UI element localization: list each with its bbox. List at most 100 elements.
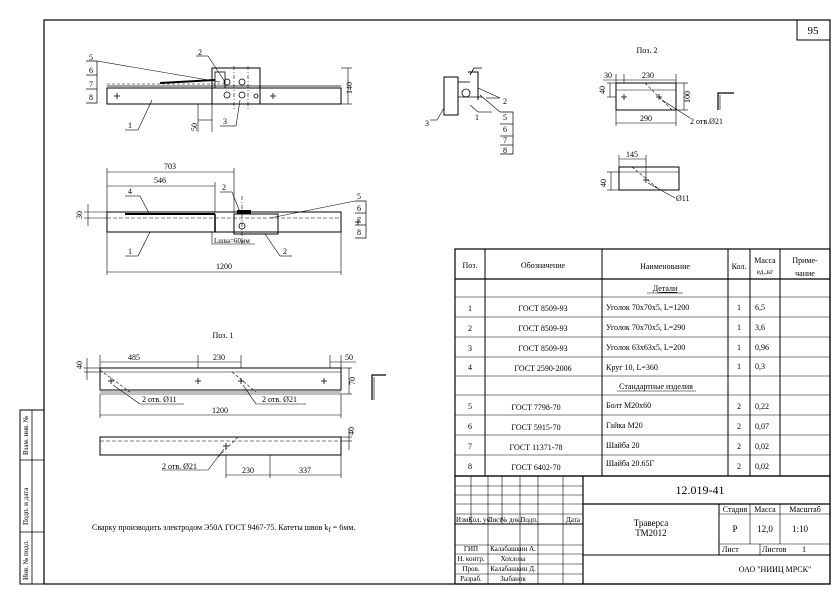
svg-text:Гайка М20: Гайка М20 bbox=[606, 421, 643, 430]
spec-header-note-a: Приме- bbox=[792, 256, 818, 265]
dim-230-pos1: 230 bbox=[213, 353, 225, 362]
svg-text:ГОСТ 6402-70: ГОСТ 6402-70 bbox=[511, 463, 560, 472]
dim-145: 145 bbox=[626, 150, 638, 159]
stamp-podp-data: Подп. и дата bbox=[22, 487, 30, 525]
svg-text:Шайба 20.65Г: Шайба 20.65Г bbox=[606, 459, 655, 468]
stamp-vzam-inv: Взам. инв. № bbox=[22, 415, 30, 455]
role-prov: Пров. bbox=[462, 565, 479, 573]
dim-40-pos1: 40 bbox=[75, 361, 84, 369]
callout-6-front: 6 bbox=[357, 204, 361, 213]
callout-5-front: 5 bbox=[357, 192, 361, 201]
svg-text:ГОСТ 7798-70: ГОСТ 7798-70 bbox=[511, 403, 560, 412]
svg-text:3: 3 bbox=[468, 344, 472, 353]
col-header-list: Лист bbox=[488, 516, 503, 524]
spec-section-details: Детали bbox=[653, 284, 678, 293]
spec-header-mass-b: ед.,кг bbox=[757, 268, 773, 276]
svg-text:1: 1 bbox=[737, 362, 741, 371]
svg-text:1: 1 bbox=[737, 303, 741, 312]
dim-140: 140 bbox=[345, 82, 354, 94]
name-razrab: Зыбанов bbox=[500, 575, 526, 583]
scale-label: Масштаб bbox=[789, 505, 821, 514]
callout-3-top: 3 bbox=[223, 117, 227, 126]
spec-row: 2 ГОСТ 8509-93 Уголок 70x70x5, L=290 1 3… bbox=[468, 323, 765, 333]
dim-546: 546 bbox=[154, 176, 166, 185]
callout-6-detail: 6 bbox=[503, 125, 507, 134]
pos1-title: Поз. 1 bbox=[213, 331, 234, 340]
spec-header-mass-a: Масса bbox=[754, 256, 776, 265]
dim-703: 703 bbox=[164, 162, 176, 171]
callout-2b-front: 2 bbox=[283, 247, 287, 256]
svg-text:3,6: 3,6 bbox=[755, 323, 765, 332]
name-prov: Калабашкин Д. bbox=[490, 565, 536, 573]
callout-7-top: 7 bbox=[89, 80, 93, 89]
callout-3-detail: 3 bbox=[425, 119, 429, 128]
svg-text:2: 2 bbox=[737, 422, 741, 431]
spec-section-standard: Стандартные изделия bbox=[619, 382, 693, 391]
svg-text:1: 1 bbox=[468, 304, 472, 313]
sheet-number: 95 bbox=[808, 25, 820, 37]
svg-text:Круг 10, L=360: Круг 10, L=360 bbox=[606, 363, 658, 372]
dim-337: 337 bbox=[299, 466, 311, 475]
svg-text:Уголок 70x70x5, L=1200: Уголок 70x70x5, L=1200 bbox=[606, 303, 689, 312]
svg-text:8: 8 bbox=[468, 462, 472, 471]
assembly-top-view bbox=[86, 55, 352, 132]
pos2-plan-view bbox=[603, 74, 734, 126]
role-gip: ГИП bbox=[464, 545, 478, 553]
callout-4-front: 4 bbox=[128, 187, 132, 196]
hole-label-11-pos3: Ø11 bbox=[676, 194, 689, 203]
svg-text:6: 6 bbox=[468, 422, 472, 431]
sheet-number-box bbox=[796, 19, 831, 41]
svg-text:ГОСТ 2590-2006: ГОСТ 2590-2006 bbox=[514, 364, 571, 373]
weld-instruction: Сварку производить электродом Э50А ГОСТ … bbox=[92, 523, 355, 534]
stage-label: Стадия bbox=[723, 505, 748, 514]
svg-text:1: 1 bbox=[737, 323, 741, 332]
svg-text:Уголок 70x70x5, L=290: Уголок 70x70x5, L=290 bbox=[606, 323, 685, 332]
callout-7-front: 7 bbox=[357, 216, 361, 225]
stamp-inv-podl: Инв. № подл. bbox=[22, 540, 30, 580]
callout-6-top: 6 bbox=[89, 66, 93, 75]
dim-1200-front: 1200 bbox=[216, 262, 232, 271]
col-header-kol: Кол. уч. bbox=[468, 516, 492, 524]
dim-50-pos1: 50 bbox=[345, 353, 353, 362]
callout-2-front: 2 bbox=[222, 183, 226, 192]
svg-text:0,07: 0,07 bbox=[755, 422, 769, 431]
pos1-plan-view bbox=[84, 355, 386, 418]
spec-row: 1 ГОСТ 8509-93 Уголок 70x70x5, L=1200 1 … bbox=[468, 303, 765, 313]
pos2-title: Поз. 2 bbox=[637, 46, 658, 55]
svg-text:2: 2 bbox=[737, 462, 741, 471]
col-header-podp: Подп. bbox=[520, 516, 538, 524]
hole-label-11: 2 отв. Ø11 bbox=[142, 395, 177, 404]
dim-1200-pos1: 1200 bbox=[212, 406, 228, 415]
svg-text:ГОСТ 8509-93: ГОСТ 8509-93 bbox=[518, 324, 567, 333]
col-header-date: Дата bbox=[566, 516, 581, 524]
title-block-grid bbox=[454, 475, 831, 585]
svg-text:2: 2 bbox=[737, 402, 741, 411]
spec-row: 7 ГОСТ 11371-78 Шайба 20 2 0,02 bbox=[468, 441, 769, 452]
callout-1-detail: 1 bbox=[475, 113, 479, 122]
dim-230-side: 230 bbox=[242, 466, 254, 475]
svg-text:2: 2 bbox=[737, 442, 741, 451]
svg-text:7: 7 bbox=[468, 442, 472, 451]
spec-row: 5 ГОСТ 7798-70 Болт М20x60 2 0,22 bbox=[468, 401, 769, 412]
side-stamp: Инв. № подл. Подп. и дата Взам. инв. № bbox=[19, 409, 45, 585]
drawing-code: 12.019-41 bbox=[676, 483, 725, 497]
hole-label-21-side: 2 отв. Ø21 bbox=[162, 462, 197, 471]
callout-2-top: 2 bbox=[198, 48, 202, 57]
dim-50-top: 50 bbox=[190, 123, 199, 131]
spec-row: 6 ГОСТ 5915-70 Гайка М20 2 0,07 bbox=[468, 421, 769, 432]
spec-row: 8 ГОСТ 6402-70 Шайба 20.65Г 2 0,02 bbox=[468, 459, 769, 472]
callout-1-top: 1 bbox=[128, 121, 132, 130]
detail-end-view bbox=[430, 67, 514, 155]
dim-40-pos3: 40 bbox=[599, 179, 608, 187]
callout-5-detail: 5 bbox=[503, 113, 507, 122]
pos1-side-view bbox=[99, 428, 352, 478]
sheet-frame bbox=[43, 19, 831, 585]
spec-header-qty: Кол. bbox=[732, 262, 747, 271]
spec-header-pos: Поз. bbox=[463, 261, 478, 270]
svg-text:1: 1 bbox=[737, 343, 741, 352]
pos3-plan-view bbox=[607, 155, 680, 199]
svg-text:4: 4 bbox=[468, 363, 472, 372]
dim-30-front: 30 bbox=[75, 211, 84, 219]
svg-text:0,3: 0,3 bbox=[755, 362, 765, 371]
